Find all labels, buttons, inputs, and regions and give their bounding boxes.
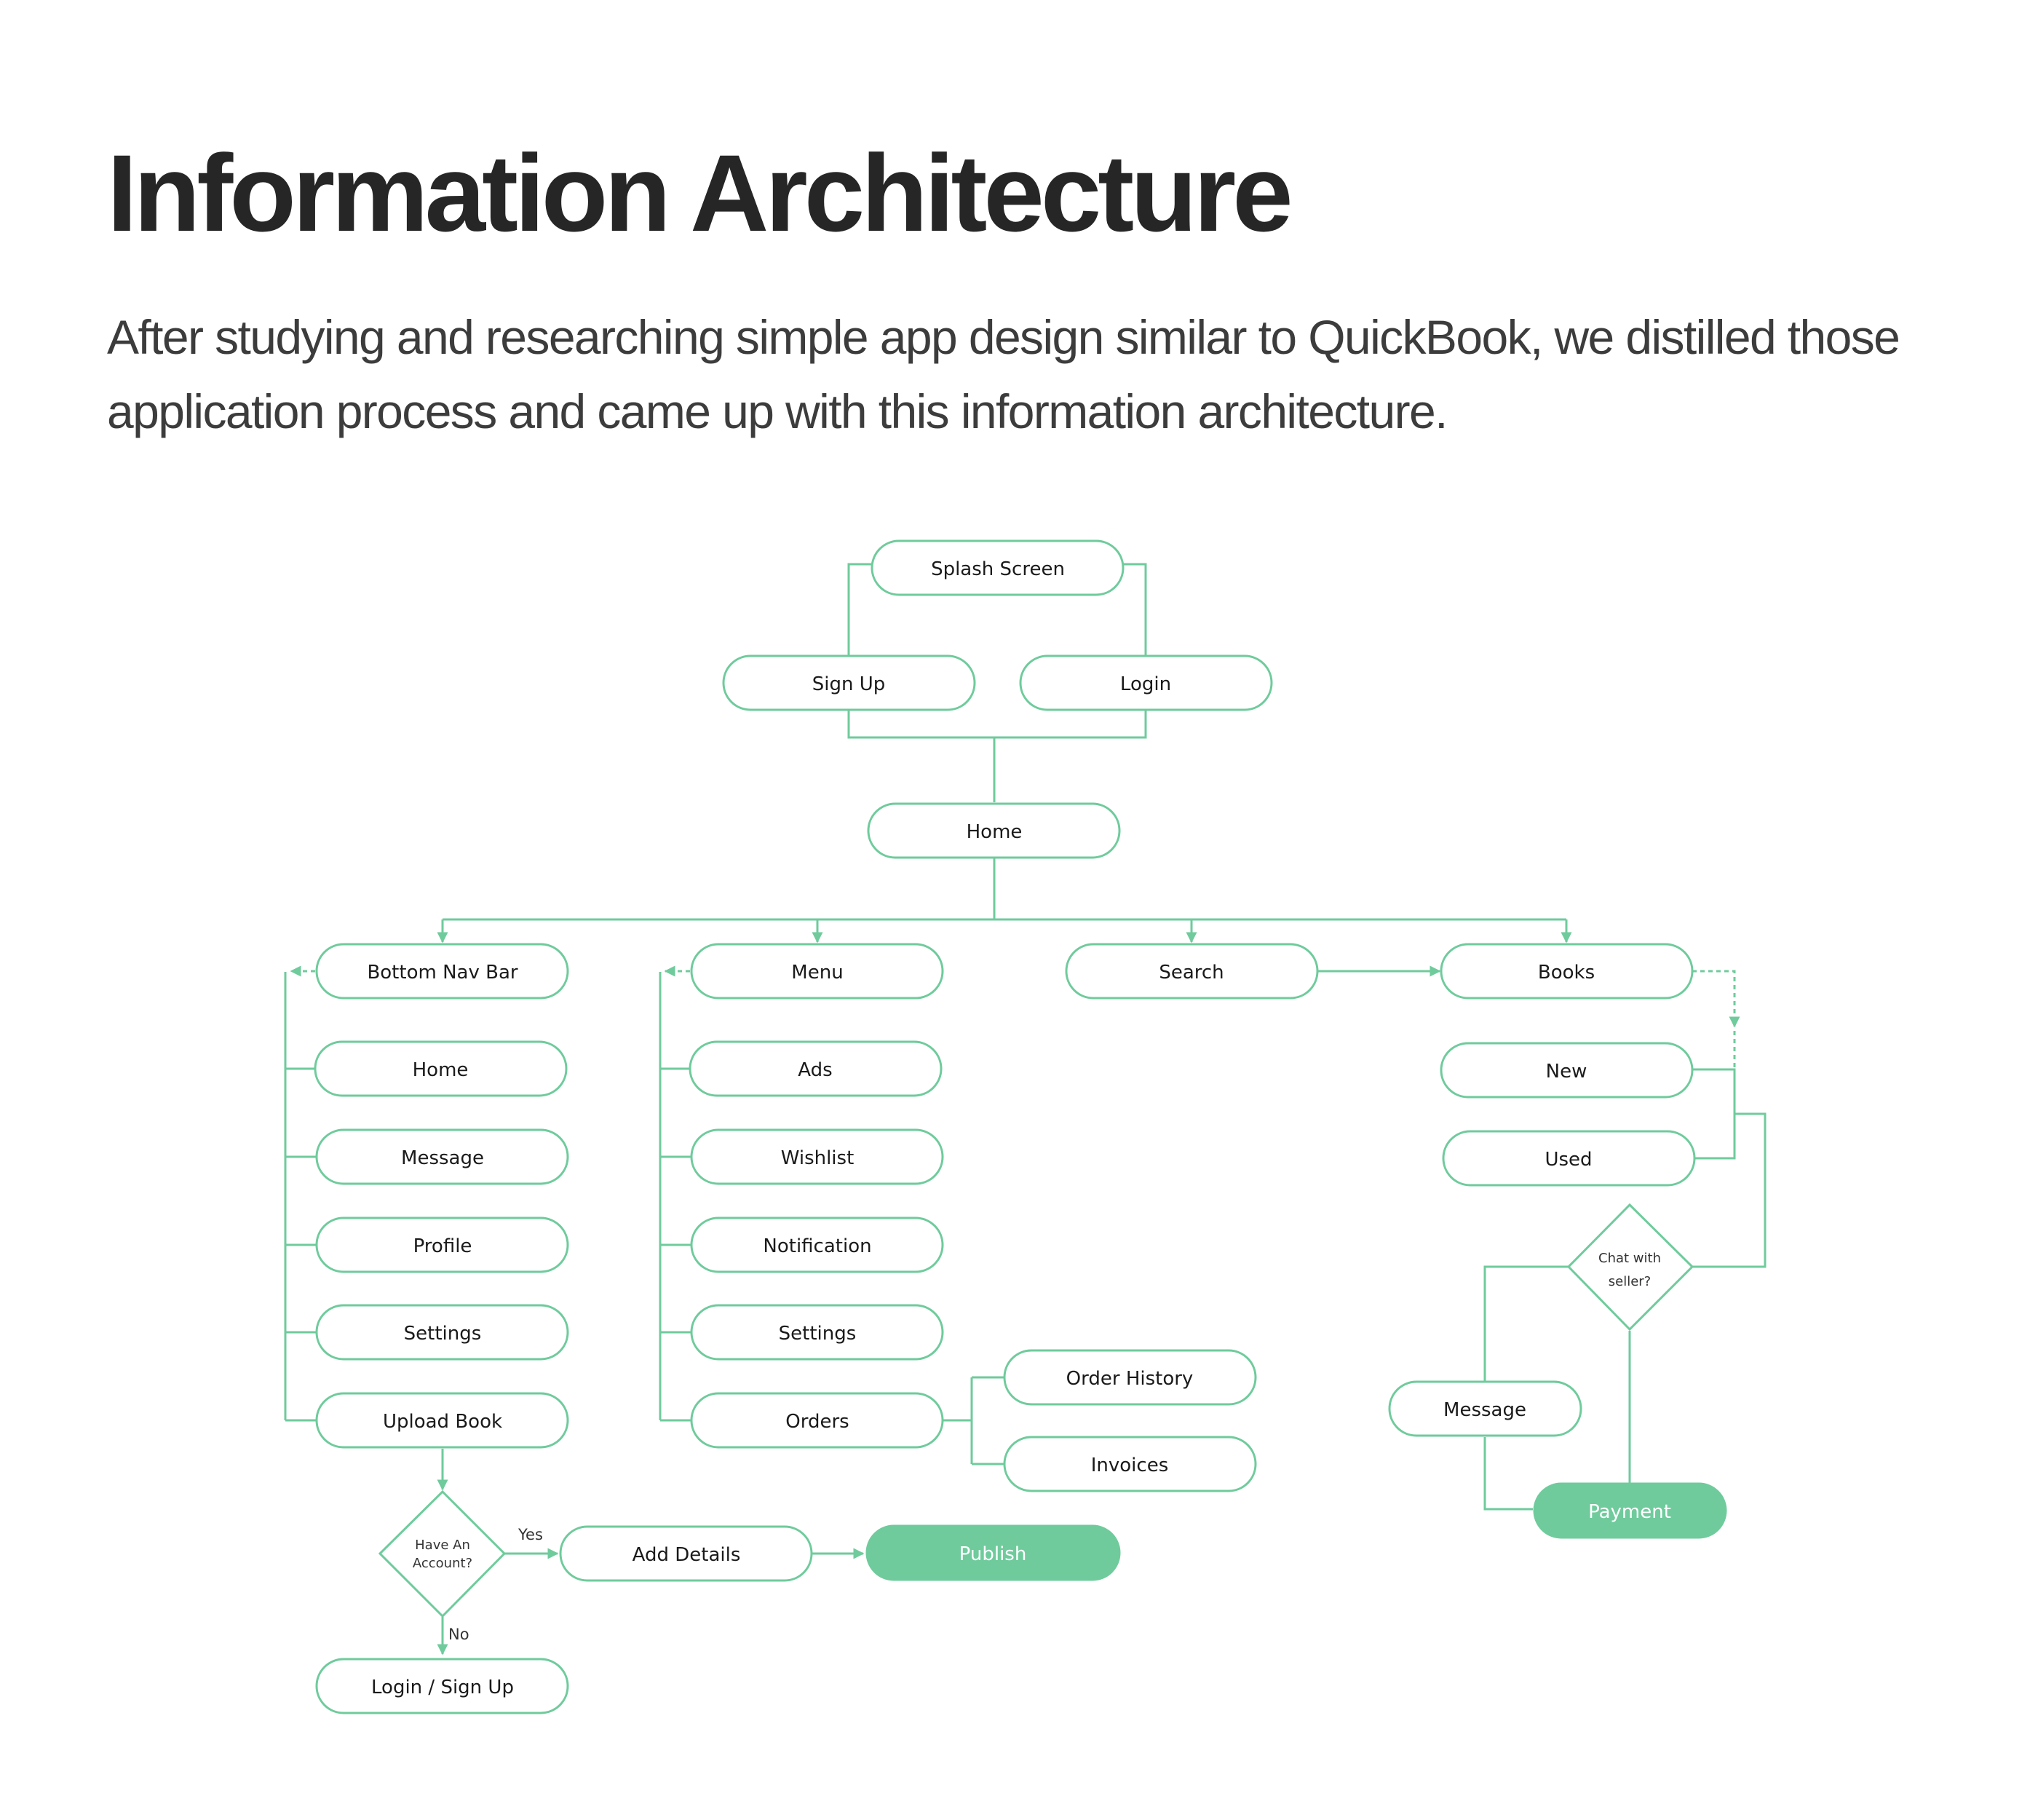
books-used-node[interactable]: Used [1442, 1130, 1696, 1187]
order-history-node[interactable]: Order History [1003, 1349, 1257, 1406]
login-node[interactable]: Login [1019, 654, 1273, 711]
svg-text:seller?: seller? [1609, 1274, 1651, 1289]
nav-settings-node[interactable]: Settings [315, 1304, 569, 1361]
connector-message-to-payment [1483, 1437, 1533, 1511]
add-details-node[interactable]: Add Details [559, 1525, 813, 1582]
message-node[interactable]: Message [1388, 1380, 1582, 1437]
chat-with-seller-decision: Chat with seller? [1566, 1203, 1694, 1332]
books-node[interactable]: Books [1440, 943, 1694, 1000]
search-node[interactable]: Search [1065, 943, 1319, 1000]
invoices-node[interactable]: Invoices [1003, 1436, 1257, 1492]
page-title: Information Architecture [107, 132, 1293, 254]
svg-text:Have An: Have An [415, 1538, 470, 1553]
have-account-decision: Have An Account? [378, 1489, 507, 1618]
svg-text:Search: Search [1159, 962, 1224, 984]
page-subtitle: After studying and researching simple ap… [107, 310, 1900, 438]
home-node[interactable]: Home [867, 802, 1121, 859]
menu-notification-node[interactable]: Notification [690, 1216, 944, 1273]
menu-settings-node[interactable]: Settings [690, 1304, 944, 1361]
svg-text:Menu: Menu [791, 962, 843, 984]
edge-label-yes: Yes [518, 1526, 543, 1543]
connector-new-used [1690, 1068, 1736, 1160]
sign-up-node[interactable]: Sign Up [722, 654, 976, 711]
splash-screen-node[interactable]: Splash Screen [871, 539, 1125, 596]
nodes: Splash Screen Sign Up Login Home Bottom … [314, 539, 1727, 1714]
svg-text:Order History: Order History [1066, 1368, 1194, 1390]
svg-text:Ads: Ads [798, 1059, 832, 1081]
svg-text:New: New [1546, 1061, 1587, 1083]
menu-ads-node[interactable]: Ads [689, 1040, 943, 1097]
svg-text:Notification: Notification [763, 1235, 871, 1257]
svg-text:Login / Sign Up: Login / Sign Up [371, 1677, 514, 1698]
nav-message-node[interactable]: Message [315, 1128, 569, 1185]
svg-text:Message: Message [401, 1147, 484, 1169]
svg-text:Books: Books [1538, 962, 1595, 984]
svg-text:Bottom Nav Bar: Bottom Nav Bar [367, 962, 518, 984]
connector-chat-to-message [1483, 1265, 1569, 1382]
svg-text:Splash Screen: Splash Screen [931, 558, 1065, 580]
nav-home-node[interactable]: Home [314, 1040, 568, 1097]
svg-text:Settings: Settings [779, 1323, 857, 1345]
menu-node[interactable]: Menu [690, 943, 944, 1000]
login-sign-up-node[interactable]: Login / Sign Up [315, 1658, 569, 1714]
svg-text:Home: Home [967, 821, 1023, 843]
svg-text:Payment: Payment [1588, 1501, 1671, 1523]
menu-orders-node[interactable]: Orders [690, 1392, 944, 1449]
payment-node[interactable]: Payment [1533, 1482, 1727, 1539]
svg-text:Upload Book: Upload Book [383, 1411, 502, 1433]
connector-books-dashed [1692, 970, 1740, 1028]
connector-orders-branch [943, 1376, 1004, 1465]
svg-text:Publish: Publish [959, 1543, 1027, 1565]
connector-bottom-nav-spine [284, 972, 316, 1422]
connectors [284, 563, 1767, 1655]
svg-text:Used: Used [1545, 1149, 1592, 1171]
menu-wishlist-node[interactable]: Wishlist [690, 1128, 944, 1185]
publish-node[interactable]: Publish [865, 1524, 1121, 1581]
svg-text:Wishlist: Wishlist [781, 1147, 855, 1169]
svg-text:Invoices: Invoices [1091, 1455, 1169, 1476]
connector-auth-to-home [847, 709, 1147, 802]
connector-menu-spine [659, 972, 691, 1422]
svg-text:Message: Message [1443, 1399, 1526, 1421]
upload-book-node[interactable]: Upload Book [315, 1392, 569, 1449]
books-new-node[interactable]: New [1440, 1042, 1694, 1099]
svg-text:Sign Up: Sign Up [812, 673, 886, 695]
edge-label-no: No [448, 1626, 469, 1643]
svg-text:Account?: Account? [413, 1556, 472, 1571]
bottom-nav-bar-node[interactable]: Bottom Nav Bar [315, 943, 569, 1000]
svg-text:Add Details: Add Details [633, 1544, 741, 1566]
svg-text:Settings: Settings [404, 1323, 482, 1345]
svg-text:Chat with: Chat with [1598, 1251, 1661, 1266]
svg-text:Login: Login [1120, 673, 1171, 695]
svg-text:Profile: Profile [413, 1235, 472, 1257]
nav-profile-node[interactable]: Profile [315, 1216, 569, 1273]
svg-text:Home: Home [413, 1059, 469, 1081]
connector-new-used-to-chat [1690, 1112, 1767, 1268]
svg-text:Orders: Orders [785, 1411, 849, 1433]
connector-splash-branches [847, 563, 1147, 655]
